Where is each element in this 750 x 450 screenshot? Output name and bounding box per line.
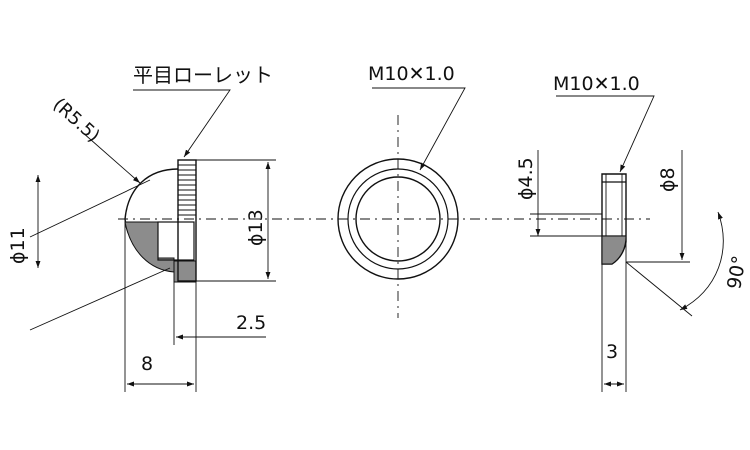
knurl-label: 平目ローレット: [133, 63, 273, 87]
dim25-label: 2.5: [236, 312, 266, 334]
radius-leader: [81, 131, 141, 184]
chamfer-hatch: [601, 235, 627, 265]
dia45-label: ϕ4.5: [515, 157, 537, 200]
thread-front-label: M10✕1.0: [368, 63, 455, 85]
right-side-view: M10✕1.0 ϕ4.5 ϕ8 3 90°: [515, 73, 750, 392]
left-side-view: 平目ローレット (R5.5) ϕ11 ϕ13 2.5 8: [7, 63, 276, 392]
dia13-label: ϕ13: [245, 209, 267, 246]
thread-front-leader: [372, 87, 466, 171]
dia11-extension-top: [29, 179, 151, 238]
dome-hatch: [124, 221, 175, 273]
dia11-label: ϕ11: [7, 227, 29, 264]
thread-side-leader: [556, 95, 655, 173]
front-view: M10✕1.0: [337, 63, 466, 318]
inner-ring: [347, 168, 449, 270]
dia8-label: ϕ8: [657, 167, 679, 192]
bore-outline: [157, 221, 195, 261]
dim8-label: 8: [141, 353, 153, 375]
angle-leg: [625, 261, 693, 317]
angle-label: 90°: [723, 254, 750, 291]
knurl-lines: [178, 164, 196, 216]
radius-label: (R5.5): [49, 94, 104, 147]
outer-ring: [337, 158, 459, 280]
thread-bore: [355, 176, 441, 262]
knurl-leader: [133, 89, 231, 158]
dim3-label: 3: [606, 341, 618, 363]
angle-arc: [679, 211, 724, 311]
thread-side-label: M10✕1.0: [553, 73, 640, 95]
knurled-band: [177, 159, 197, 282]
dia11-extension-bottom: [29, 267, 171, 331]
